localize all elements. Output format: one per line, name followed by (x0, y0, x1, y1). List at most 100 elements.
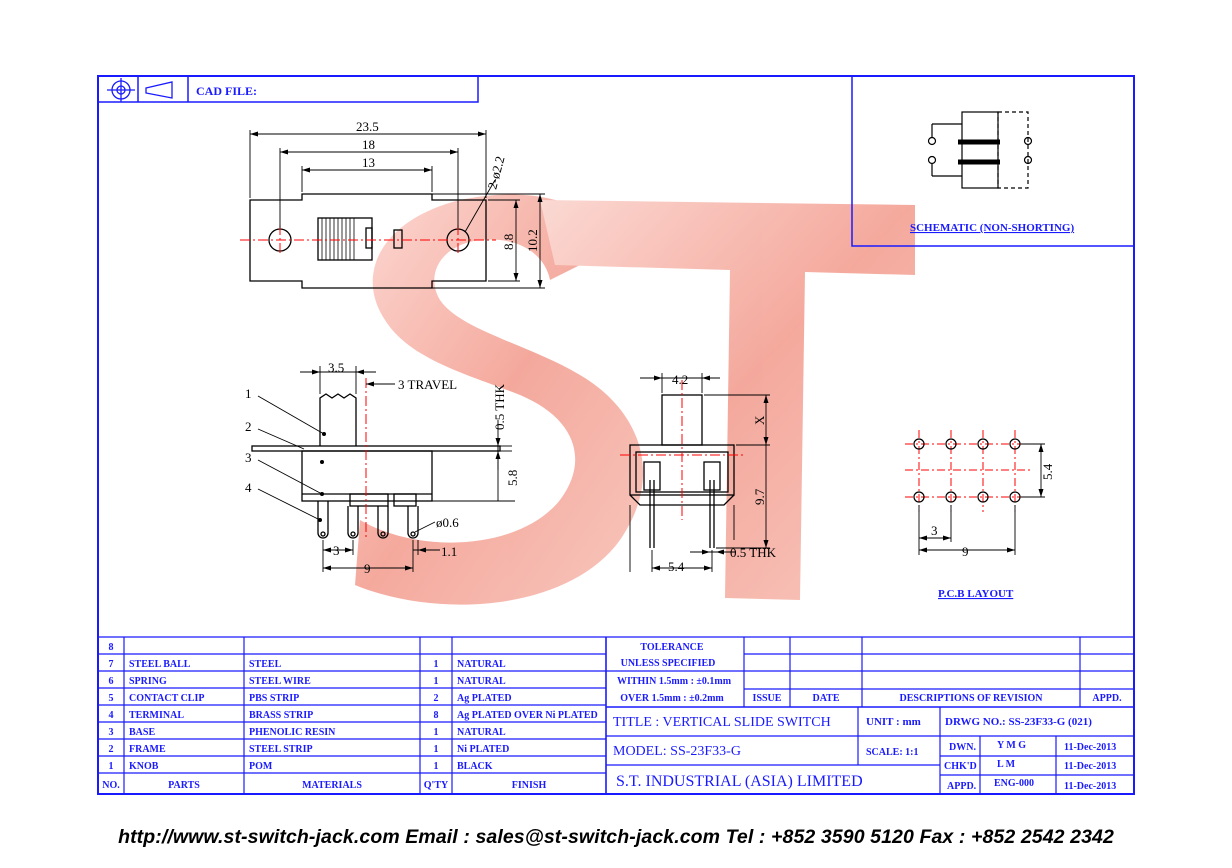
pcb-label: P.C.B LAYOUT (938, 588, 1014, 600)
dim-holes: 2-ø2.2 (484, 154, 507, 190)
dim-5-4: 5.4 (668, 559, 685, 574)
parts-cell-qty: 1 (434, 676, 439, 687)
dim-end-thk: 0.5 THK (730, 545, 777, 560)
parts-header-no: NO. (102, 780, 120, 791)
chkd-name: L M (997, 759, 1016, 770)
dim-23-5: 23.5 (356, 119, 379, 134)
sheet-frame (97, 75, 1135, 795)
parts-cell-no: 2 (109, 744, 114, 755)
parts-cell-finish: NATURAL (457, 676, 506, 687)
model-text: MODEL: SS-23F33-G (613, 744, 741, 759)
scale-text: SCALE: 1:1 (866, 747, 919, 758)
appd-label: APPD. (947, 781, 977, 792)
parts-cell-no: 4 (109, 710, 114, 721)
callout-4: 4 (245, 480, 252, 495)
dim-pin-dia: ø0.6 (436, 515, 459, 530)
parts-cell-no: 8 (109, 642, 114, 653)
dim-5-8: 5.8 (505, 470, 520, 486)
parts-cell-finish: NATURAL (457, 659, 506, 670)
parts-cell-material: STEEL (249, 659, 282, 670)
revision-date: DATE (812, 693, 839, 704)
parts-cell-no: 3 (109, 727, 114, 738)
parts-header-material: MATERIALS (302, 780, 362, 791)
pcb-dim-5-4: 5.4 (1040, 463, 1055, 480)
dim-18: 18 (362, 137, 375, 152)
end-view-centerlines (620, 380, 744, 520)
dim-3-5: 3.5 (328, 360, 344, 375)
parts-cell-part: KNOB (129, 761, 159, 772)
dim-x: X (752, 415, 767, 425)
contact-footer: http://www.st-switch-jack.com Email : sa… (118, 826, 1114, 848)
dim-tail: 1.1 (441, 544, 457, 559)
dim-travel: 3 TRAVEL (398, 377, 457, 392)
appd-name: ENG-000 (994, 778, 1034, 789)
tolerance-line-4: OVER 1.5mm : ±0.2mm (620, 693, 724, 704)
parts-cell-part: SPRING (129, 676, 167, 687)
callout-2: 2 (245, 419, 252, 434)
dwn-name: Y M G (997, 740, 1026, 751)
parts-cell-material: STEEL STRIP (249, 744, 313, 755)
top-view-dimensions (249, 130, 545, 289)
parts-header-finish: FINISH (512, 780, 547, 791)
appd-date: 11-Dec-2013 (1064, 781, 1116, 792)
side-view (251, 393, 501, 539)
title-text: TITLE : VERTICAL SLIDE SWITCH (613, 715, 831, 730)
dim-pin-span: 9 (364, 561, 371, 576)
tolerance-line-1: TOLERANCE (640, 642, 703, 653)
parts-cell-qty: 8 (434, 710, 439, 721)
schematic-diagram (927, 111, 1033, 189)
projection-symbol-icon (107, 78, 173, 102)
dim-4-2: 4.2 (672, 372, 688, 387)
dim-9-7: 9.7 (752, 488, 767, 505)
parts-cell-material: STEEL WIRE (249, 676, 311, 687)
parts-cell-qty: 1 (434, 659, 439, 670)
parts-cell-material: PBS STRIP (249, 693, 299, 704)
pcb-dim-9: 9 (962, 544, 969, 559)
parts-header-part: PARTS (168, 780, 200, 791)
parts-cell-qty: 1 (434, 761, 439, 772)
parts-cell-material: BRASS STRIP (249, 710, 313, 721)
parts-cell-qty: 1 (434, 727, 439, 738)
parts-cell-part: TERMINAL (129, 710, 184, 721)
dim-13: 13 (362, 155, 375, 170)
parts-cell-part: STEEL BALL (129, 659, 191, 670)
revision-issue: ISSUE (753, 693, 782, 704)
callout-3: 3 (245, 450, 252, 465)
parts-cell-material: PHENOLIC RESIN (249, 727, 336, 738)
parts-cell-finish: Ag PLATED (457, 693, 512, 704)
revision-descriptions: DESCRIPTIONS OF REVISION (900, 693, 1044, 704)
dim-0-5-thk: 0.5 THK (492, 383, 507, 430)
dwn-date: 11-Dec-2013 (1064, 742, 1116, 753)
parts-cell-finish: Ni PLATED (457, 744, 509, 755)
tolerance-line-3: WITHIN 1.5mm : ±0.1mm (617, 676, 732, 687)
parts-cell-no: 7 (109, 659, 114, 670)
st-watermark: ST (355, 194, 915, 605)
parts-cell-no: 6 (109, 676, 114, 687)
pcb-layout (905, 430, 1045, 555)
revision-appd: APPD. (1092, 693, 1122, 704)
parts-cell-material: POM (249, 761, 273, 772)
schematic-label: SCHEMATIC (NON-SHORTING) (910, 222, 1074, 234)
parts-cell-part: BASE (129, 727, 155, 738)
dim-pin-pitch: 3 (333, 543, 340, 558)
parts-cell-qty: 1 (434, 744, 439, 755)
parts-cell-part: FRAME (129, 744, 166, 755)
parts-header-qty: Q'TY (424, 780, 449, 791)
unit-text: UNIT : mm (866, 716, 921, 728)
parts-cell-finish: BLACK (457, 761, 493, 772)
parts-cell-finish: Ag PLATED OVER Ni PLATED (457, 710, 598, 721)
callout-1: 1 (245, 386, 252, 401)
dwn-label: DWN. (949, 742, 976, 753)
top-view-centerlines (240, 225, 496, 255)
parts-cell-no: 1 (109, 761, 114, 772)
pcb-dim-3: 3 (931, 523, 938, 538)
chkd-date: 11-Dec-2013 (1064, 761, 1116, 772)
dim-10-2: 10.2 (525, 229, 540, 252)
parts-cell-qty: 2 (434, 693, 439, 704)
dim-8-8: 8.8 (501, 234, 516, 250)
cad-file-label: CAD FILE: (196, 84, 257, 98)
chkd-label: CHK'D (944, 761, 977, 772)
drwg-no: DRWG NO.: SS-23F33-G (021) (945, 716, 1092, 728)
